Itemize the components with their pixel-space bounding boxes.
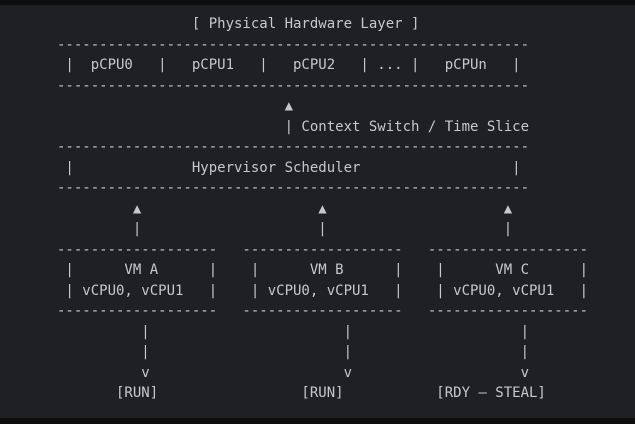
terminal-window: [ Physical Hardware Layer ] ------------… [0,5,635,418]
ascii-hypervisor-scheduling-diagram: [ Physical Hardware Layer ] ------------… [57,16,589,401]
